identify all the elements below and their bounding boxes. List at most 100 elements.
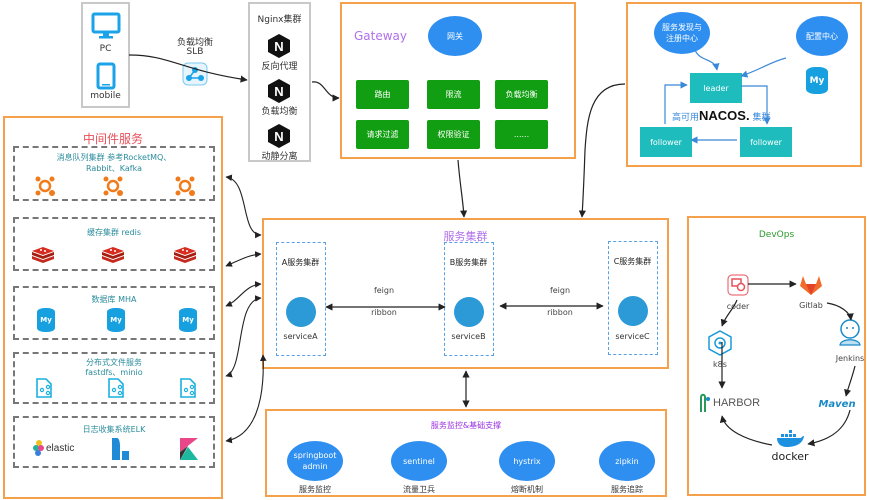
monitoring-box: 服务监控&基础支撑 springboot admin 服务监控 sentinel…: [265, 409, 667, 497]
jenkins-label: Jenkins: [835, 354, 865, 363]
file-service-group: 分布式文件服务 fastdfs、minio: [13, 352, 215, 404]
devops-box: DevOps coder Gitlab Jenkins Maven docker…: [687, 216, 866, 496]
service-c-icon[interactable]: [618, 296, 648, 326]
harbor-label: HARBOR: [713, 397, 761, 409]
sentinel-cloud: sentinel: [391, 441, 447, 481]
middleware-title: 中间件服务: [82, 132, 143, 146]
k8s-label: k8s: [713, 360, 727, 369]
nacos-logo: NACOS.: [699, 108, 750, 123]
elk-group-title: 日志收集系统ELK: [82, 425, 146, 434]
ribbon-label-bc: ribbon: [547, 308, 573, 317]
nacos-follower-left-node[interactable]: follower: [640, 127, 692, 157]
database-group-title: 数据库 MHA: [91, 295, 137, 304]
hystrix-cloud: hystrix: [499, 441, 555, 481]
gateway-box: Gateway 网关 路由 限流 负载均衡 请求过滤 权限验证 ......: [340, 2, 576, 159]
nacos-box: 服务发现与 注册中心 配置中心 leader follower follower…: [626, 2, 862, 167]
nacos-follower-right-node[interactable]: follower: [740, 127, 792, 157]
coder-label: coder: [726, 302, 750, 311]
redis-group: 缓存集群 redis: [13, 217, 215, 271]
mysql-icon: My: [179, 308, 197, 332]
ribbon-label-ab: ribbon: [371, 308, 397, 317]
hystrix-caption: 熔断机制: [511, 485, 543, 494]
slb-title: 负载均衡: [176, 38, 213, 48]
mysql-icon: My: [806, 67, 828, 94]
gateway-request-filter-button[interactable]: 请求过滤: [356, 120, 409, 149]
zipkin-caption: 服务追踪: [611, 485, 643, 494]
elastic-label: elastic: [46, 442, 75, 454]
service-b-label: serviceB: [451, 332, 486, 341]
service-cluster-title: 服务集群: [443, 230, 488, 243]
springboot-admin-cloud: springboot admin: [287, 441, 343, 481]
cluster-c: C服务集群 serviceC: [608, 241, 658, 355]
nginx-icon: N: [268, 34, 290, 58]
gateway-load-balance-button[interactable]: 负载均衡: [495, 80, 548, 109]
redis-group-title: 缓存集群 redis: [86, 228, 142, 237]
nginx-item-reverse-proxy: 反向代理: [261, 62, 298, 72]
arrow-mq-services: [225, 174, 262, 239]
jenkins-icon: [837, 318, 863, 350]
nginx-icon: N: [268, 79, 290, 103]
mysql-icon: My: [37, 308, 55, 332]
redis-icon: [173, 245, 197, 269]
pc-label: PC: [99, 44, 112, 54]
nacos-leader-node[interactable]: leader: [690, 73, 742, 103]
arrow-elk-services: [225, 354, 267, 444]
message-queue-icon: [35, 176, 55, 196]
feign-label-ab: feign: [373, 286, 395, 295]
gateway-route-button[interactable]: 路由: [356, 80, 409, 109]
slb-subtitle: SLB: [186, 47, 204, 57]
nginx-icon: N: [268, 124, 290, 148]
elastic-icon: elastic: [33, 440, 74, 456]
logstash-icon: [110, 438, 130, 464]
mobile-icon: [96, 62, 116, 90]
arrow-nacos-to-services: [578, 83, 626, 218]
cluster-c-title: C服务集群: [613, 257, 652, 266]
file-service-group-title: 分布式文件服务 fastdfs、minio: [85, 358, 143, 377]
harbor-icon: HARBOR: [699, 393, 760, 413]
gitlab-icon: [799, 274, 823, 300]
clients-box: PC mobile: [81, 2, 130, 108]
springboot-admin-caption: 服务监控: [299, 485, 331, 494]
monitoring-title: 服务监控&基础支撑: [430, 421, 502, 430]
cluster-b-title: B服务集群: [449, 258, 488, 267]
k8s-icon: [707, 330, 733, 360]
cluster-a-title: A服务集群: [281, 258, 320, 267]
pc-icon: [91, 12, 121, 39]
gateway-auth-button[interactable]: 权限验证: [427, 120, 480, 149]
file-share-icon: [107, 378, 125, 402]
sentinel-caption: 流量卫兵: [403, 485, 435, 494]
arrow-redis-services: [225, 251, 262, 267]
arrow-nginx-to-gateway: [311, 81, 340, 102]
arrow-file-services: [225, 295, 262, 378]
slb-icon: [182, 62, 208, 86]
kibana-icon: [180, 438, 198, 464]
docker-label: docker: [771, 450, 809, 463]
service-c-label: serviceC: [615, 332, 650, 341]
gateway-more-button[interactable]: ......: [495, 120, 548, 149]
redis-icon: [31, 245, 55, 269]
service-a-label: serviceA: [283, 332, 318, 341]
cluster-b: B服务集群 serviceB: [444, 242, 494, 356]
config-cloud: 配置中心: [796, 16, 848, 56]
service-b-icon[interactable]: [454, 297, 484, 327]
arrow-gateway-to-services: [457, 159, 468, 218]
devops-title: DevOps: [758, 230, 795, 240]
zipkin-cloud: zipkin: [599, 441, 655, 481]
gateway-rate-limit-button[interactable]: 限流: [427, 80, 480, 109]
coder-icon: [727, 274, 749, 300]
message-queue-icon: [175, 176, 195, 196]
gateway-title: Gateway: [354, 29, 408, 43]
nginx-title: Nginx集群: [257, 15, 302, 25]
gitlab-label: Gitlab: [799, 301, 823, 310]
arrow-db-services: [225, 281, 262, 307]
mysql-icon: My: [107, 308, 125, 332]
gateway-cloud: 网关: [428, 16, 482, 56]
database-group: 数据库 MHA My My My: [13, 286, 215, 340]
file-share-icon: [179, 378, 197, 402]
service-a-icon[interactable]: [286, 297, 316, 327]
service-cluster-box: 服务集群 A服务集群 serviceA B服务集群 serviceB C服务集群…: [262, 218, 669, 369]
docker-icon: [775, 428, 805, 452]
elk-group: 日志收集系统ELK elastic: [13, 416, 215, 468]
mobile-label: mobile: [90, 91, 121, 101]
maven-label: Maven: [818, 399, 856, 410]
